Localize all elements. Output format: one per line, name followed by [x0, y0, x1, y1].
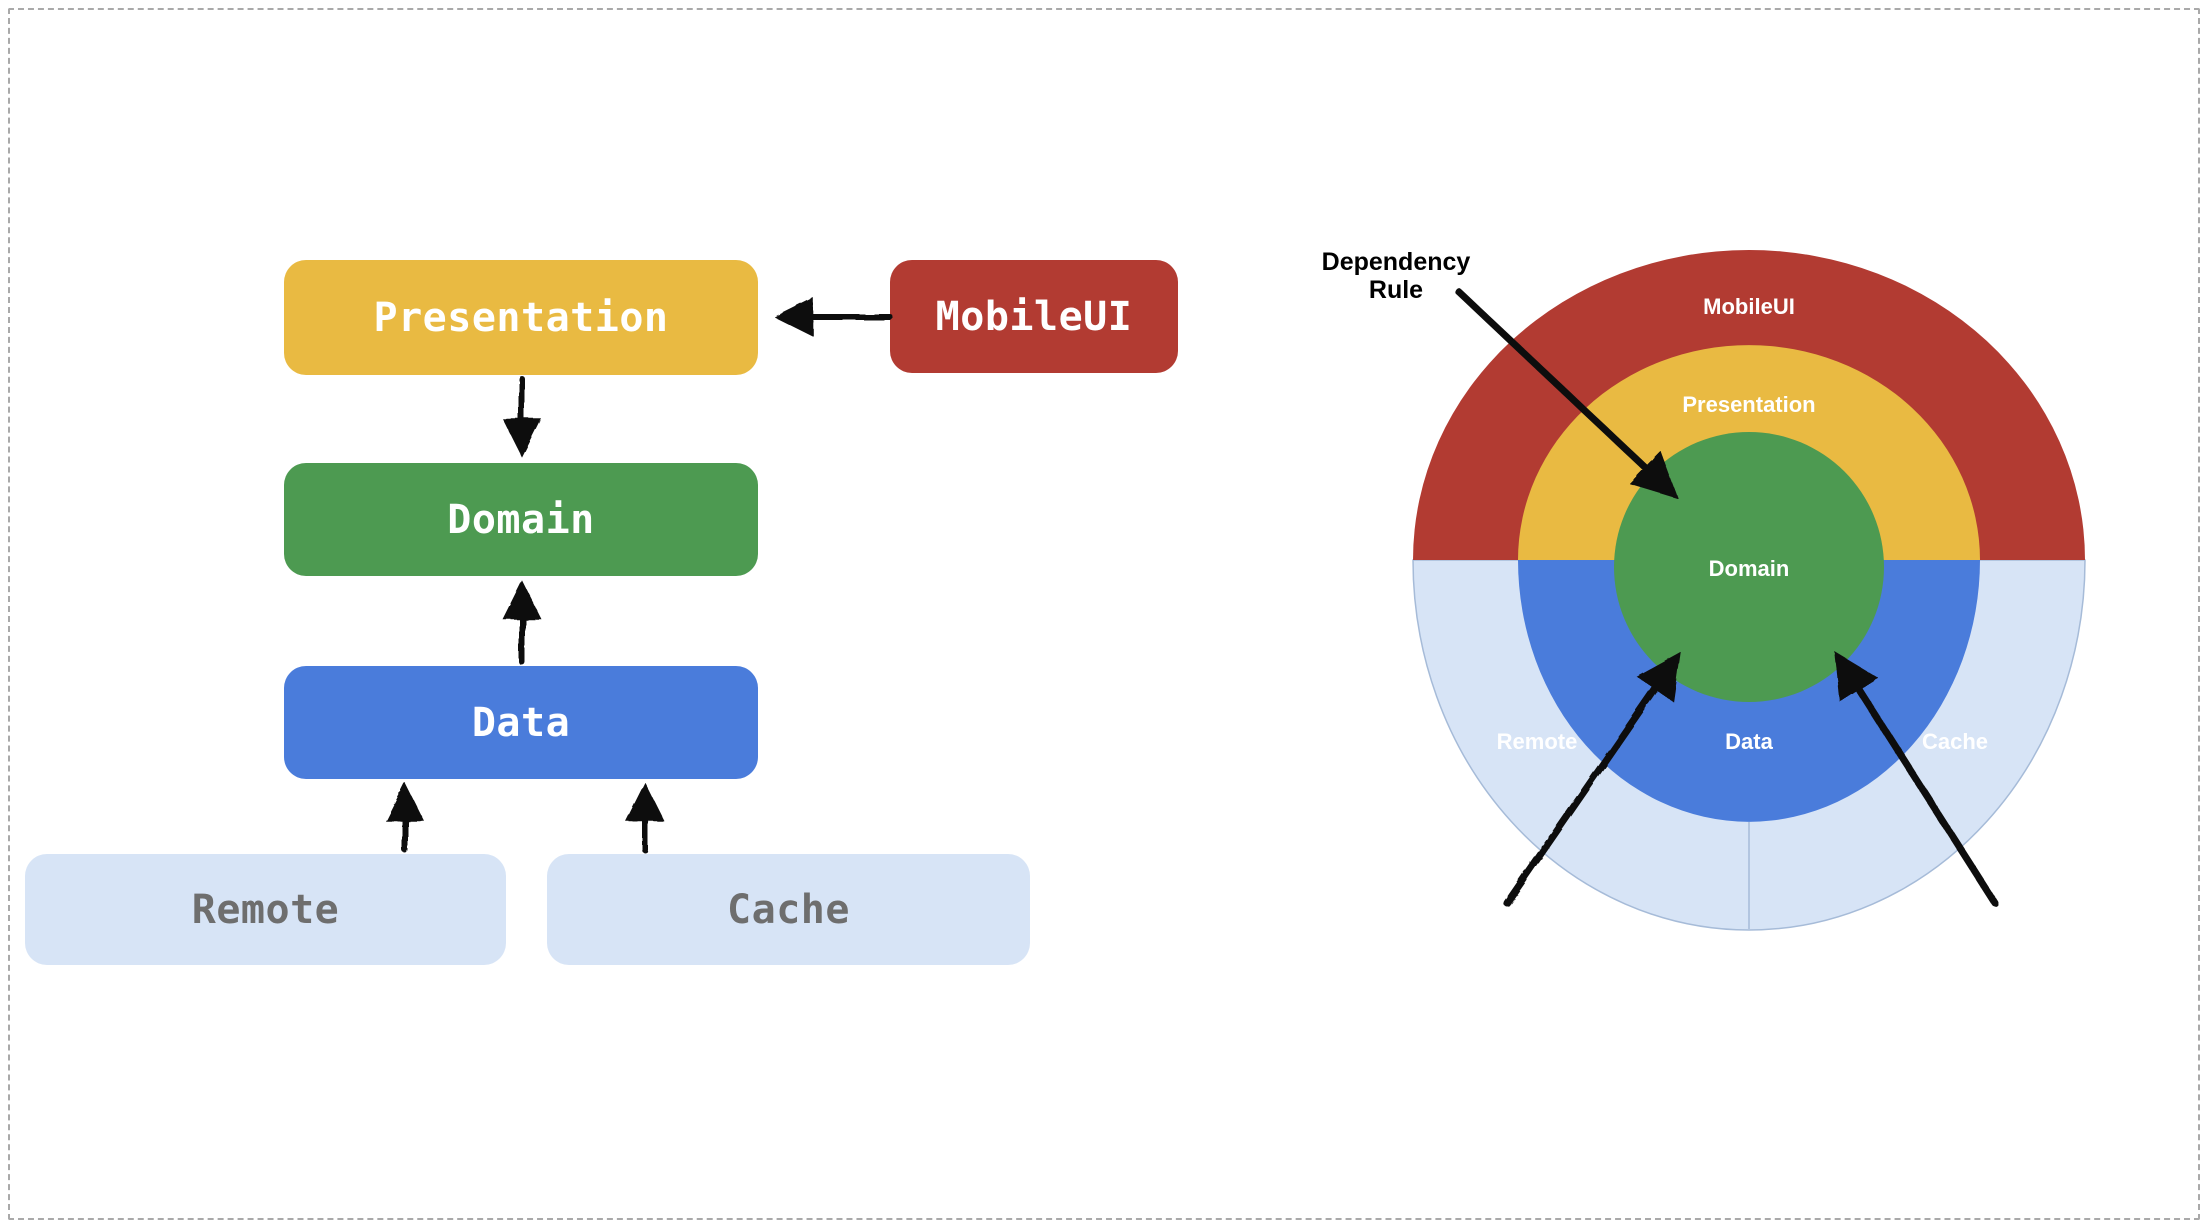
onion-label-data: Data — [1725, 729, 1773, 754]
onion-arrows — [1455, 288, 1999, 907]
dependency-rule-arrow — [1455, 288, 1678, 499]
flow-node-presentation: Presentation — [284, 260, 758, 375]
onion-label-domain: Domain — [1709, 556, 1790, 581]
onion-label-cache: Cache — [1922, 729, 1988, 754]
arrow-cache-to-domain — [1834, 651, 1999, 907]
flow-node-cache-label: Cache — [727, 886, 850, 933]
dependency-rule-annotation: Dependency Rule — [1322, 248, 1471, 304]
flow-node-domain-label: Domain — [447, 496, 595, 543]
onion-core-domain — [1614, 432, 1884, 702]
flow-node-mobileui-label: MobileUI — [935, 293, 1133, 340]
flow-node-domain: Domain — [284, 463, 758, 576]
flow-node-remote: Remote — [25, 854, 506, 965]
flow-node-mobileui: MobileUI — [890, 260, 1178, 373]
onion-label-mobileui: MobileUI — [1703, 294, 1795, 319]
arrow-remote-to-domain — [1503, 651, 1681, 907]
dependency-rule-label-line2: Rule — [1369, 276, 1423, 304]
onion-diagram: MobileUI Presentation Domain Data Remote… — [1412, 250, 2086, 931]
flow-node-remote-label: Remote — [191, 886, 340, 933]
onion-label-remote: Remote — [1497, 729, 1578, 754]
flow-node-data-label: Data — [471, 699, 571, 746]
flowchart-arrows — [385, 297, 893, 853]
onion-label-presentation: Presentation — [1682, 392, 1815, 417]
flow-node-data: Data — [284, 666, 758, 779]
flow-node-cache: Cache — [547, 854, 1030, 965]
dependency-rule-label-line1: Dependency — [1322, 248, 1471, 276]
flow-node-presentation-label: Presentation — [373, 294, 669, 341]
